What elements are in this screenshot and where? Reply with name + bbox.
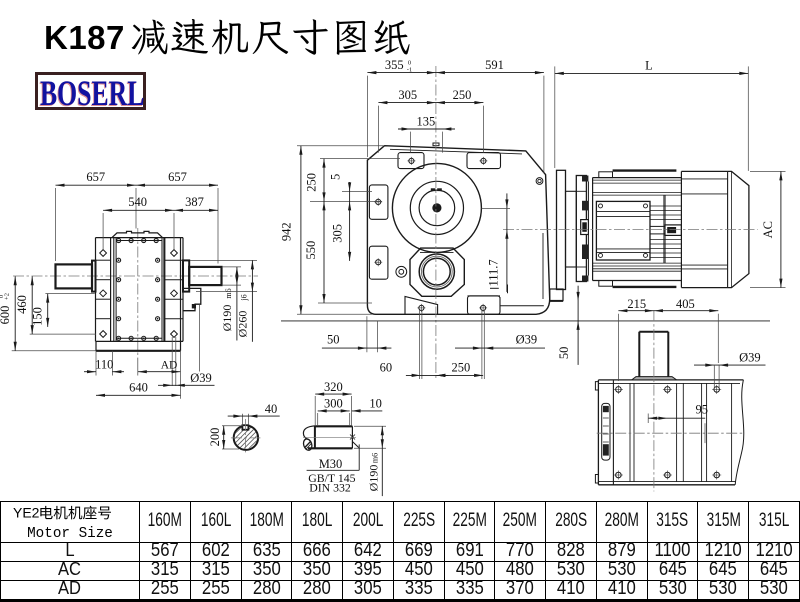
svg-text:200: 200 <box>208 428 222 447</box>
svg-text:591: 591 <box>485 58 504 72</box>
svg-text:540: 540 <box>128 195 147 209</box>
svg-text:305: 305 <box>398 88 417 102</box>
svg-text:50: 50 <box>557 347 571 360</box>
svg-text:M30: M30 <box>319 457 343 471</box>
svg-text:942: 942 <box>279 222 293 241</box>
svg-text:j6: j6 <box>239 294 248 301</box>
svg-text:135: 135 <box>417 114 436 128</box>
svg-text:YE2: YE2 <box>13 505 40 521</box>
svg-text:0: 0 <box>0 295 5 298</box>
svg-text:305: 305 <box>331 224 345 243</box>
svg-text:300: 300 <box>324 397 343 411</box>
svg-text:10: 10 <box>369 397 382 411</box>
svg-text:405: 405 <box>676 297 695 311</box>
svg-text:640: 640 <box>129 381 148 395</box>
svg-text:387: 387 <box>185 195 204 209</box>
svg-text:Ø39: Ø39 <box>739 350 761 364</box>
svg-text:Ø39: Ø39 <box>190 371 212 385</box>
svg-text:L: L <box>645 58 653 72</box>
svg-text:110: 110 <box>95 358 113 372</box>
svg-text:Ø190: Ø190 <box>367 465 381 492</box>
svg-text:250: 250 <box>453 88 472 102</box>
svg-text:150: 150 <box>31 307 45 326</box>
svg-text:657: 657 <box>86 170 105 184</box>
svg-text:50: 50 <box>327 332 340 346</box>
svg-text:AC: AC <box>761 221 775 238</box>
svg-text:355: 355 <box>385 58 404 72</box>
svg-text:95: 95 <box>695 403 708 417</box>
svg-text:460: 460 <box>15 295 29 314</box>
svg-text:m6: m6 <box>371 453 380 463</box>
svg-text:Ø190: Ø190 <box>220 305 234 332</box>
svg-text:5: 5 <box>329 174 343 180</box>
svg-text:60: 60 <box>380 361 393 375</box>
svg-text:DIN 332: DIN 332 <box>309 480 351 494</box>
svg-text:-1: -1 <box>407 67 412 74</box>
svg-text:250: 250 <box>305 173 319 192</box>
svg-text:+2: +2 <box>4 293 11 300</box>
svg-text:40: 40 <box>265 402 278 416</box>
svg-text:320: 320 <box>324 380 343 394</box>
svg-text:GB/T 145: GB/T 145 <box>308 471 355 485</box>
svg-text:m6: m6 <box>224 288 233 298</box>
svg-text:657: 657 <box>168 170 187 184</box>
svg-text:550: 550 <box>304 241 318 260</box>
svg-text:250: 250 <box>452 361 471 375</box>
svg-text:Ø260: Ø260 <box>235 311 249 338</box>
svg-text:Ø39: Ø39 <box>516 332 538 346</box>
svg-text:AD: AD <box>161 360 178 372</box>
svg-text:600: 600 <box>0 306 12 325</box>
svg-text:215: 215 <box>627 297 646 311</box>
svg-text:0: 0 <box>408 60 411 67</box>
svg-text:111.7: 111.7 <box>486 259 500 286</box>
